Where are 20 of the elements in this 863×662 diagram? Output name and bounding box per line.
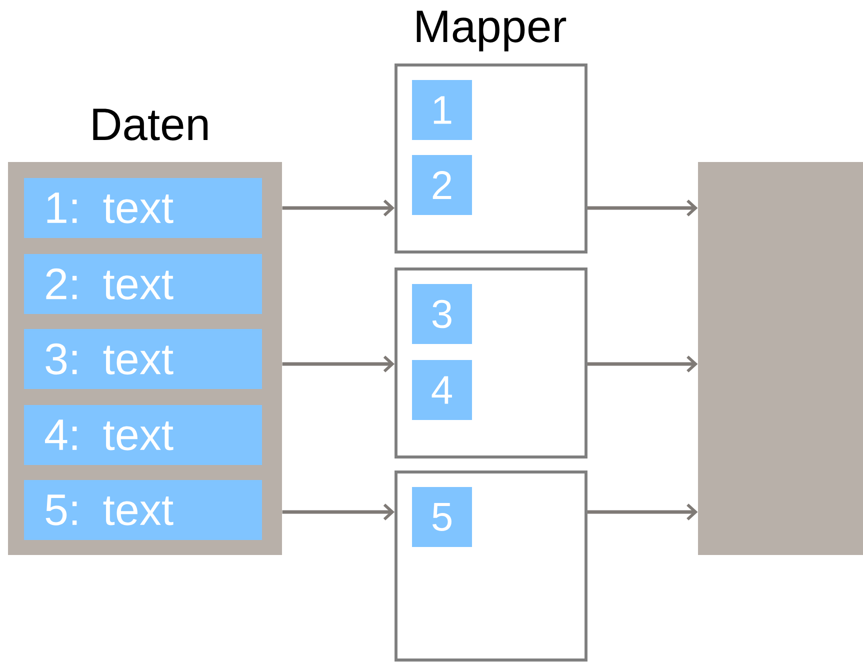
arrow [282,504,395,520]
list-row: 3: text [24,329,262,389]
output-box [698,162,863,555]
arrow [282,356,395,372]
list-row: 5: text [24,480,262,540]
heading: Daten [93,108,208,140]
list-row: 4: text [24,405,262,465]
arrow [587,200,698,216]
number-box: 2 [412,155,472,215]
arrow [587,356,698,372]
number-box: 5 [412,487,472,547]
number-box: 4 [412,360,472,420]
arrow [587,504,698,520]
arrow [282,200,395,216]
mapper-box [394,470,588,662]
list-row: 2: text [24,254,262,314]
number-box: 1 [412,80,472,140]
list-row: 1: text [24,178,262,238]
number-box: 3 [412,284,472,344]
heading: Mapper [416,10,566,52]
